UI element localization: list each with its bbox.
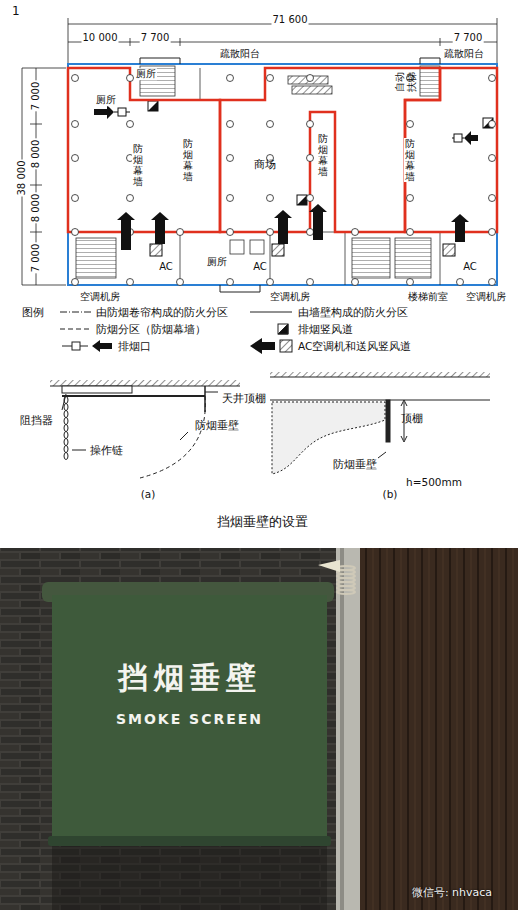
dimension: 8 000 <box>30 193 42 224</box>
equipment-label: AC <box>462 261 478 273</box>
curtain-label: 防烟幕墙 <box>182 138 194 182</box>
room-label: 疏散阳台 <box>443 48 485 60</box>
room-label: 疏散阳台 <box>219 48 261 60</box>
part-label: 天井顶棚 <box>222 392 266 404</box>
sketch-b <box>270 372 490 474</box>
equipment-label: AC <box>252 261 268 273</box>
legend-text: 排烟竖风道 <box>298 323 353 335</box>
sketch-a <box>50 380 240 478</box>
room-label: 厕所 <box>95 94 117 106</box>
figure-number: 1 <box>12 5 20 19</box>
dimension: 8 000 <box>30 139 42 170</box>
legend-text: 排烟口 <box>118 340 151 352</box>
curtain-label: 防烟幕墙 <box>404 138 416 182</box>
dimension: 38 000 <box>16 160 28 197</box>
floor-plan <box>68 58 497 292</box>
part-label: 顶棚 <box>401 412 423 424</box>
sub-label: (a) <box>141 488 156 500</box>
equipment-label: AC <box>158 261 174 273</box>
dimension: 7 000 <box>30 81 42 112</box>
room-label: 商场 <box>254 159 276 172</box>
legend-samples <box>60 312 292 354</box>
part-label: 防烟垂壁 <box>333 458 377 470</box>
caption: 挡烟垂壁的设置 <box>217 515 308 530</box>
legend-title: 图例 <box>22 306 44 318</box>
room-label: 厕所 <box>206 256 228 268</box>
room-label: 楼梯前室 <box>408 291 448 303</box>
room-label: 自动扶梯 <box>394 71 417 94</box>
photo <box>0 548 518 910</box>
part-label: 防烟垂壁 <box>195 419 239 431</box>
room-label: 空调机房 <box>466 291 506 303</box>
smoke-screen: 挡烟垂壁 SMOKE SCREEN <box>52 600 327 836</box>
part-label: 阻挡器 <box>20 414 53 426</box>
sign-title: 挡烟垂壁 <box>118 658 262 699</box>
curtain-label: 防烟幕墙 <box>317 133 329 177</box>
sub-label: (b) <box>383 488 398 500</box>
legend-text: 防烟分区（防烟幕墙） <box>96 323 206 335</box>
legend-text: 由墙壁构成的防火分区 <box>298 306 408 318</box>
dimension: 7 000 <box>30 243 42 274</box>
legend-text: AC空调机和送风竖风道 <box>298 340 411 352</box>
room-label: 空调机房 <box>80 291 120 303</box>
dimension: 7 700 <box>140 32 171 44</box>
room-label: 厕所 <box>135 68 157 80</box>
watermark: 微信号: nhvaca <box>412 887 492 900</box>
dimension: 7 700 <box>453 32 484 44</box>
sign-subtitle: SMOKE SCREEN <box>116 711 263 727</box>
dimension: h=500mm <box>406 476 462 488</box>
dimension: 71 600 <box>272 14 309 26</box>
dimension: 10 000 <box>82 32 119 44</box>
curtain-label: 防烟幕墙 <box>132 143 144 187</box>
legend-text: 由防烟卷帘构成的防火分区 <box>96 306 228 318</box>
part-label: 操作链 <box>90 444 123 456</box>
room-label: 空调机房 <box>270 291 310 303</box>
